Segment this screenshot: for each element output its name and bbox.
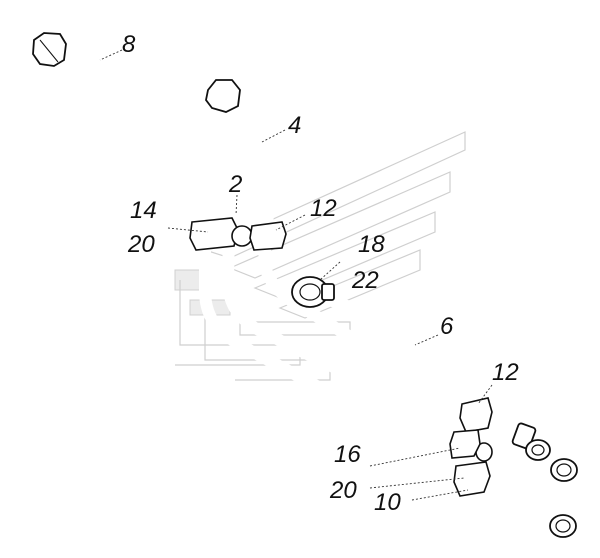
callout-22: 22 [351,267,379,294]
clamp-lower-upper [459,397,493,433]
callout-18: 18 [358,231,385,258]
callout-20-upper: 20 [127,231,155,258]
callout-4: 4 [288,112,301,139]
pipe-2 [209,94,561,476]
callout-16: 16 [334,441,361,468]
callout-8: 8 [122,31,136,58]
clamp-upper [189,217,287,251]
callout-20-lower: 20 [329,477,357,504]
fitting-right-lower [549,514,577,538]
nut-top-left [32,32,67,67]
clamp-lower-bottom [453,461,491,497]
fitting-18-22 [291,276,335,308]
callout-12-upper: 12 [310,195,337,222]
clamp-lower-middle [449,429,493,462]
callout-6: 6 [440,313,454,340]
leader-lines [99,49,493,501]
fitting-right-middle [550,458,578,482]
fitting-right-upper [511,422,551,461]
callout-14: 14 [130,197,157,224]
callout-2: 2 [228,171,242,198]
callout-10: 10 [374,489,401,516]
nut-top-center [205,79,241,113]
callout-12-lower: 12 [492,359,519,386]
